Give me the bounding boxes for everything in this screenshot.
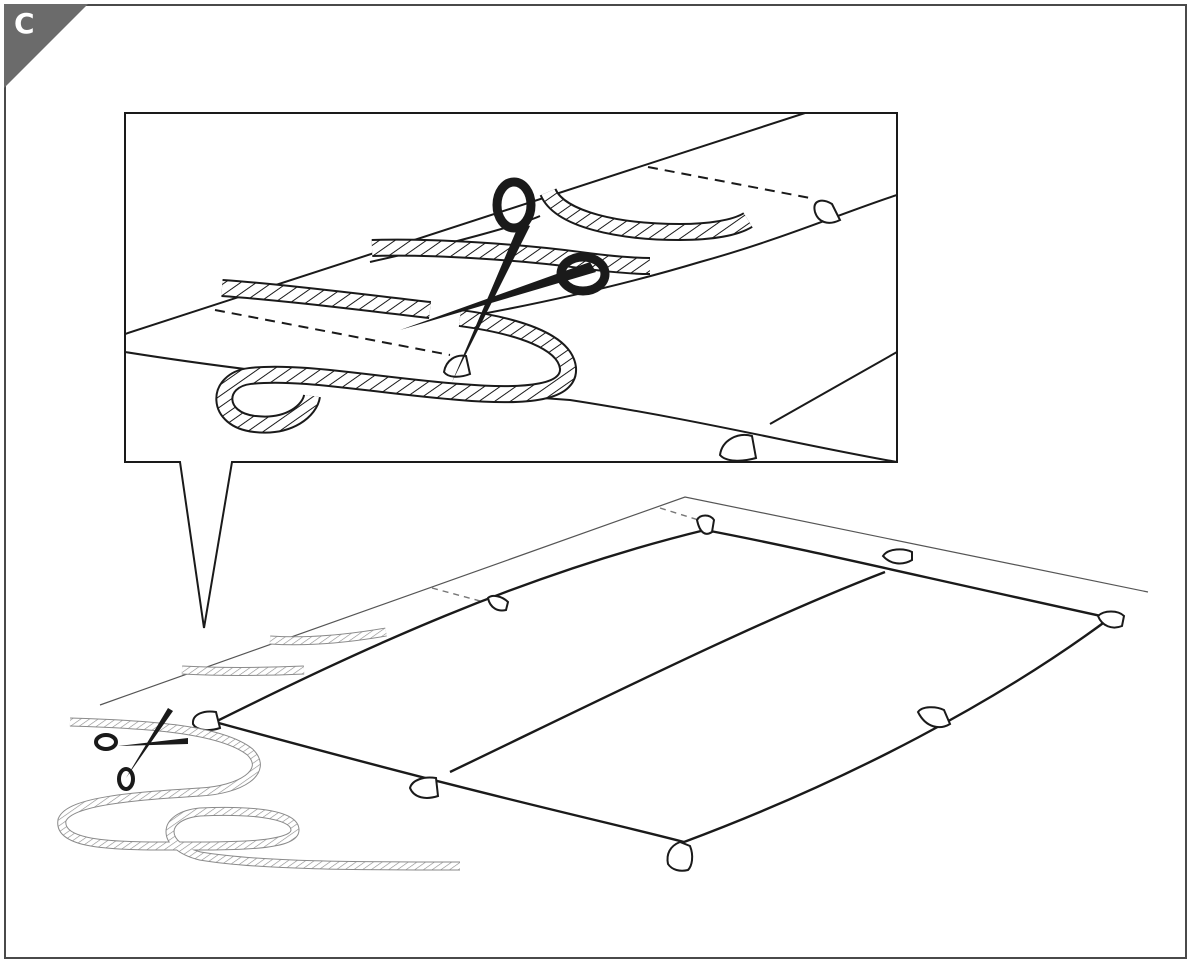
- tie-loop: [191, 514, 1126, 872]
- step-letter: C: [14, 7, 35, 40]
- rope-icon: [57, 627, 461, 871]
- cover-seam: [449, 570, 886, 774]
- scissors-icon: [400, 177, 610, 382]
- illustration-frame: [4, 4, 1187, 959]
- cover-outline: [211, 528, 1113, 844]
- pool-cover: [57, 496, 1149, 872]
- cut-line-dashed: [214, 166, 811, 356]
- detail-callout: [124, 112, 898, 629]
- step-badge: [4, 4, 88, 88]
- tie-loop-zoom: [442, 199, 842, 462]
- rope-icon: [215, 187, 753, 434]
- scissors-icon: [94, 708, 188, 791]
